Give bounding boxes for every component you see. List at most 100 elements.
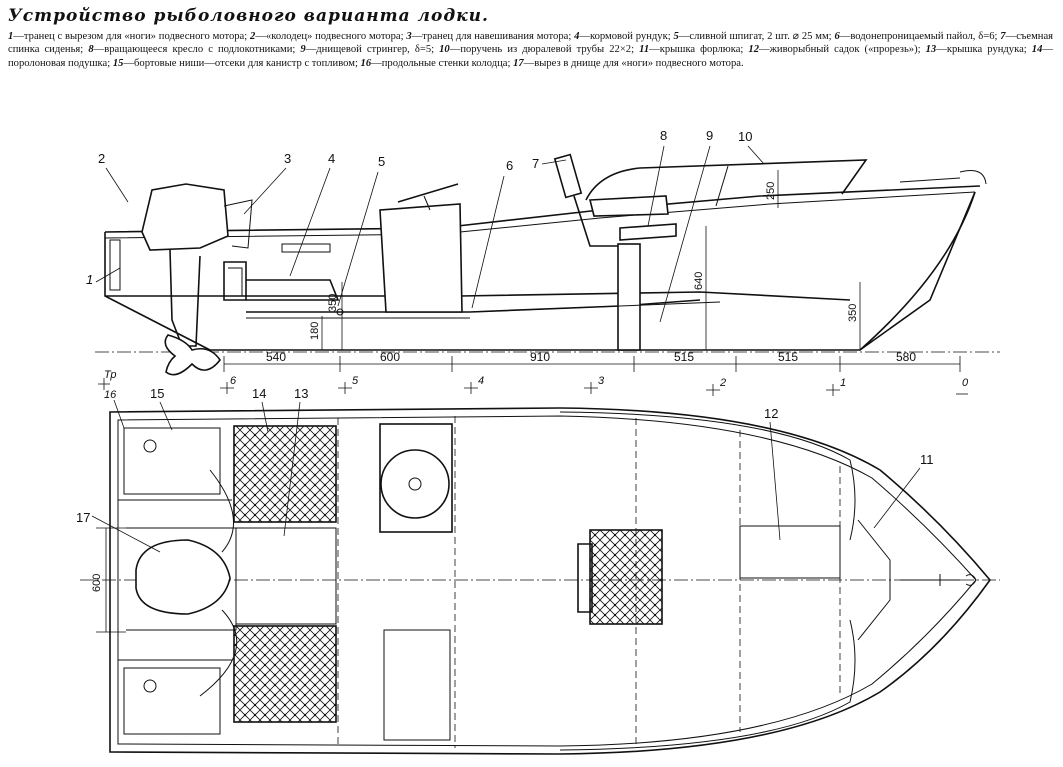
legend-item-5: 5—сливной шпигат, 2 шт. ⌀ 25 мм; (673, 31, 832, 42)
fuel-cap-bottom (143, 679, 157, 693)
seat-pedestal (617, 243, 641, 351)
legend: 1—транец с вырезом для «ноги» подвесного… (8, 30, 1053, 70)
dim-910: 910 (530, 350, 550, 364)
dim-515b: 515 (778, 350, 798, 364)
steering-console (379, 183, 463, 313)
legend-item-12: 12—живорыбный садок («прорезь»); (748, 44, 921, 56)
swivel-seat (553, 153, 677, 351)
dim-350b: 350 (847, 304, 859, 322)
station-1: 1 (840, 377, 846, 389)
legend-item-2: 2—«колодец» подвесного мотора; (250, 31, 404, 42)
legend-item-14: 14—поролоновая подушка; (8, 44, 1053, 69)
callout-8: 8 (660, 128, 667, 143)
station-tr: Тр (104, 369, 116, 381)
legend-item-11: 11—крышка форлюка; (639, 44, 744, 56)
wheel-post (423, 195, 431, 211)
legend-item-1: 1—транец с вырезом для «ноги» подвесного… (8, 31, 248, 42)
callout-16: 16 (104, 389, 117, 401)
dim-580: 580 (896, 350, 916, 364)
wheel-hub (408, 477, 422, 491)
legend-item-3: 3—транец для навешивания мотора; (406, 31, 572, 42)
handrail-post (715, 165, 729, 207)
chine-line (105, 291, 851, 301)
steering-wheel-top (380, 449, 450, 519)
plan-view: 600 16 15 14 13 12 11 17 (76, 386, 1000, 755)
locker-lid (281, 243, 331, 253)
legend-item-6: 6—водонепроницаемый пайол, δ=6; (834, 31, 998, 42)
station-6: 6 (230, 375, 237, 387)
handrail (585, 159, 868, 201)
station-marks: Тр 6 5 4 3 2 1 0 (98, 369, 969, 396)
station-2: 2 (719, 377, 726, 389)
fore-hatch (857, 519, 891, 641)
side-view: 1 2 3 4 5 6 7 8 9 10 540 600 (86, 128, 1000, 396)
fuel-cap-top (143, 439, 157, 453)
callout-13: 13 (294, 386, 308, 401)
dim-540: 540 (266, 350, 286, 364)
fish-well (739, 525, 841, 579)
dim-width-600: 600 (91, 574, 103, 592)
callout-14: 14 (252, 386, 266, 401)
legend-item-13: 13—крышка рундука; (925, 44, 1027, 56)
seat-cushion (588, 195, 669, 217)
cushion-top (233, 425, 337, 523)
callout-1: 1 (86, 272, 93, 287)
legend-item-15: 15—бортовые ниши—отсеки для канистр с то… (112, 57, 358, 69)
cushion-bottom (233, 625, 337, 723)
dim-515a: 515 (674, 350, 694, 364)
steering-wheel (397, 183, 459, 203)
callout-12: 12 (764, 406, 778, 421)
locker-lid-plan (235, 527, 337, 625)
motor-cowl (141, 183, 229, 251)
seat-armrest (619, 223, 677, 241)
console-body (379, 203, 463, 313)
figure-title: Устройство рыболовного варианта лодки. (8, 6, 489, 26)
dim-350a: 350 (327, 294, 339, 312)
side-dimensions: 540 600 910 515 515 580 (223, 350, 961, 372)
callout-6: 6 (506, 158, 513, 173)
station-5: 5 (352, 375, 359, 387)
plan-handrail-bottom (559, 619, 856, 751)
callout-5: 5 (378, 154, 385, 169)
station-4: 4 (478, 375, 484, 387)
plan-handrail-top (559, 411, 856, 541)
dim-250: 250 (765, 182, 777, 200)
motor-top (135, 539, 231, 615)
seat-backrest (553, 153, 583, 199)
callout-3: 3 (284, 151, 291, 166)
motor-tiller (223, 199, 253, 249)
sheer-line (104, 185, 981, 233)
stem (859, 191, 976, 351)
callout-11: 11 (920, 452, 934, 467)
dim-180: 180 (309, 322, 321, 340)
plan-callouts: 16 15 14 13 12 11 17 (76, 386, 934, 553)
side-callouts: 1 2 3 4 5 6 7 8 9 10 (86, 128, 765, 323)
legend-item-9: 9—днищевой стрингер, δ=5; (300, 44, 435, 56)
callout-2: 2 (98, 151, 105, 166)
transom (104, 232, 211, 351)
bow-fittings (900, 574, 977, 586)
legend-item-16: 16—продольные стенки колодца; (360, 57, 511, 69)
callout-7: 7 (532, 156, 539, 171)
aft-locker (246, 279, 340, 301)
transom-cutout (109, 239, 121, 291)
legend-item-17: 17—вырез в днище для «ноги» подвесного м… (513, 57, 744, 69)
outboard-motor (141, 183, 253, 376)
well-inner (228, 267, 243, 297)
dim-640: 640 (693, 272, 705, 290)
bottom-stringer (469, 301, 721, 313)
plan-width-dim: 600 (91, 527, 126, 633)
legend-item-4: 4—кормовой рундук; (574, 31, 671, 42)
callout-10: 10 (738, 129, 752, 144)
console-top (379, 423, 453, 533)
backrest-post (573, 195, 630, 247)
callout-9: 9 (706, 128, 713, 143)
fuel-bay-top (123, 427, 221, 495)
legend-item-8: 8—вращающееся кресло с подлокотниками; (88, 44, 296, 56)
station-3: 3 (598, 375, 605, 387)
callout-17: 17 (76, 510, 90, 525)
legend-item-7: 7—съемная спинка сиденья; (8, 31, 1054, 56)
callout-4: 4 (328, 151, 335, 166)
dim-600: 600 (380, 350, 400, 364)
callout-15: 15 (150, 386, 164, 401)
